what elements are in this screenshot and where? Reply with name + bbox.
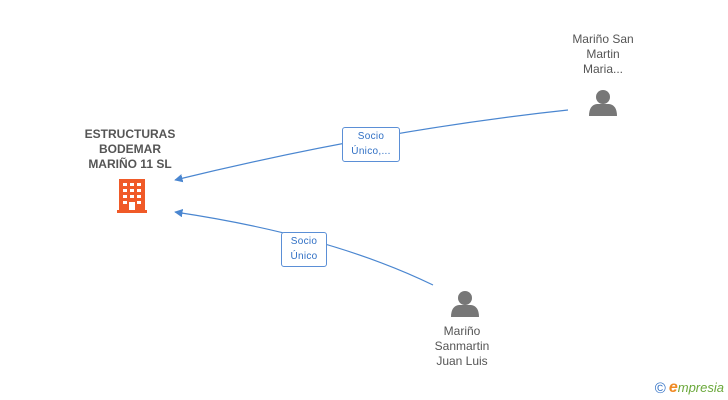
brand-footer: © empresia xyxy=(655,379,724,397)
person-label-line: Mariño xyxy=(443,324,481,338)
person1-label[interactable]: Mariño San Martin Maria... xyxy=(548,32,658,77)
copyright-icon: © xyxy=(654,379,666,397)
edge-label[interactable]: Socio Único,... xyxy=(342,127,400,162)
person-label-line: Sanmartin xyxy=(434,339,490,353)
brand-initial: e xyxy=(668,379,678,396)
edge-label-line: Socio xyxy=(357,131,385,142)
edge-label-line: Único,... xyxy=(351,146,391,157)
company-label-line: BODEMAR xyxy=(99,142,161,156)
edge-label-line: Socio xyxy=(290,236,318,247)
company-label[interactable]: ESTRUCTURAS BODEMAR MARIÑO 11 SL xyxy=(70,127,190,172)
company-label-line: MARIÑO 11 SL xyxy=(88,157,172,171)
person-icon[interactable] xyxy=(589,90,617,116)
person-label-line: Mariño San xyxy=(572,32,634,46)
building-icon[interactable] xyxy=(117,179,147,213)
person-label-line: Maria... xyxy=(582,62,623,76)
company-label-line: ESTRUCTURAS xyxy=(84,127,176,141)
edge-label-line: Único xyxy=(290,251,318,262)
person-label-line: Martin xyxy=(586,47,620,61)
brand-name: mpresia xyxy=(677,380,724,395)
person-label-line: Juan Luis xyxy=(436,354,488,368)
person-icon[interactable] xyxy=(451,291,479,317)
person2-label[interactable]: Mariño Sanmartin Juan Luis xyxy=(412,324,512,369)
edge-label[interactable]: Socio Único xyxy=(281,232,327,267)
brand-logo: empresia xyxy=(669,379,724,397)
